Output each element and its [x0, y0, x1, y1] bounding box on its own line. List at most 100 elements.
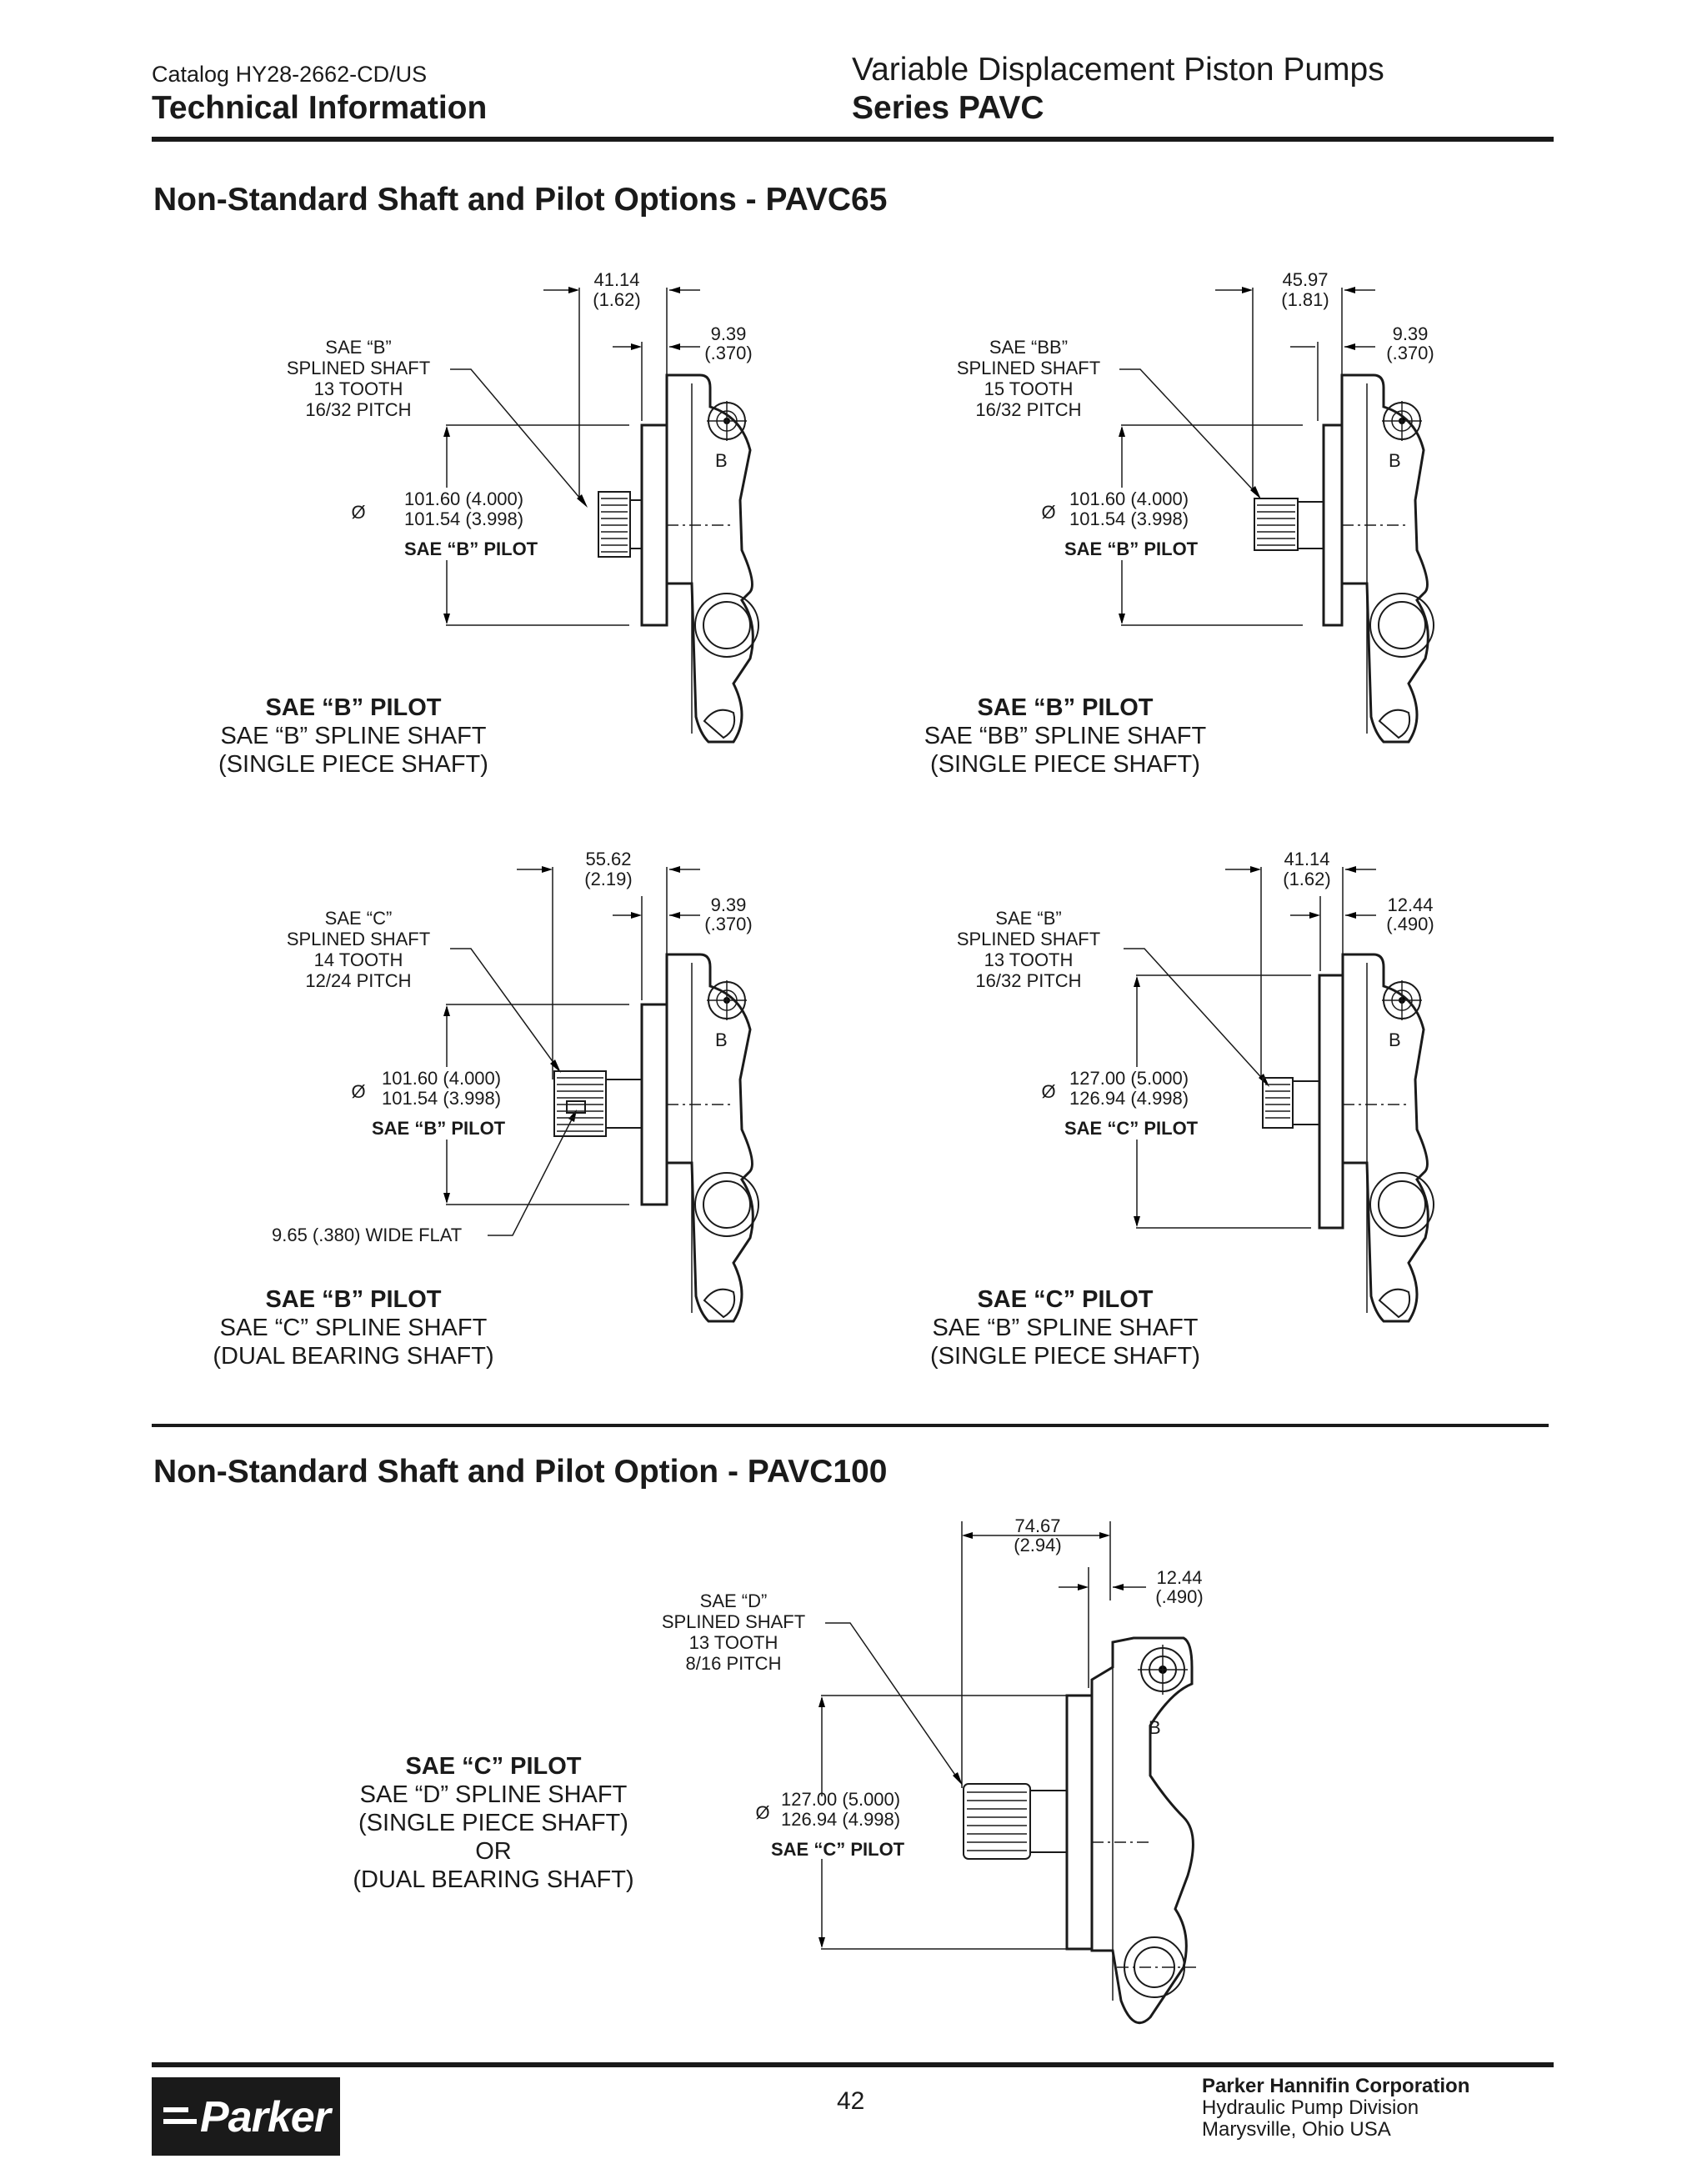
svg-text:13 TOOTH: 13 TOOTH — [314, 378, 403, 399]
port-label-b: B — [1389, 450, 1401, 471]
dim-overall: 55.62 (2.19) — [517, 849, 700, 1079]
svg-text:101.60 (4.000): 101.60 (4.000) — [404, 488, 523, 509]
dim-small: 9.39 (.370) — [613, 894, 753, 1000]
svg-text:SAE “C” PILOT: SAE “C” PILOT — [1064, 1118, 1199, 1139]
section-divider — [152, 1424, 1549, 1427]
header-rule — [152, 137, 1554, 142]
svg-text:9.39: 9.39 — [711, 894, 747, 915]
svg-text:8/16 PITCH: 8/16 PITCH — [686, 1653, 782, 1674]
company-info: Parker Hannifin Corporation Hydraulic Pu… — [1202, 2075, 1470, 2141]
parker-logo: Parker — [152, 2077, 340, 2156]
page-number: 42 — [837, 2087, 865, 2115]
svg-text:12/24 PITCH: 12/24 PITCH — [305, 970, 411, 991]
svg-text:127.00 (5.000): 127.00 (5.000) — [781, 1789, 900, 1810]
svg-text:101.60 (4.000): 101.60 (4.000) — [1069, 488, 1189, 509]
pump-body: B — [1254, 373, 1434, 744]
dim-overall: 41.14 (1.62) — [1225, 849, 1376, 1079]
svg-text:(1.62): (1.62) — [1283, 869, 1330, 889]
svg-text:101.54 (3.998): 101.54 (3.998) — [382, 1088, 501, 1109]
shaft-callout: SAE “B” SPLINED SHAFT 13 TOOTH 16/32 PIT… — [287, 337, 588, 508]
section-heading: Technical Information — [152, 90, 488, 126]
svg-text:Ø: Ø — [351, 502, 365, 523]
svg-text:(1.81): (1.81) — [1281, 289, 1329, 310]
port-label-b: B — [715, 450, 728, 471]
svg-text:41.14: 41.14 — [593, 269, 639, 290]
diagram-5-caption: SAE “C” PILOT SAE “D” SPLINE SHAFT (SING… — [353, 1753, 634, 1893]
svg-text:(1.62): (1.62) — [593, 289, 640, 310]
svg-text:Ø: Ø — [755, 1802, 769, 1823]
svg-text:15 TOOTH: 15 TOOTH — [984, 378, 1074, 399]
shaft-callout: SAE “BB” SPLINED SHAFT 15 TOOTH 16/32 PI… — [957, 337, 1261, 499]
diagram-3-caption: SAE “B” PILOT SAE “C” SPLINE SHAFT (DUAL… — [213, 1286, 494, 1370]
svg-text:45.97: 45.97 — [1282, 269, 1328, 290]
pilot-dim: Ø 127.00 (5.000) 126.94 (4.998) SAE “C” … — [755, 1695, 1067, 1950]
svg-text:55.62: 55.62 — [585, 849, 631, 869]
diagram-4: 41.14 (1.62) 12.44 (.490) SAE “B” SPLINE… — [957, 849, 1434, 1323]
port-label-b: B — [1389, 1029, 1401, 1050]
dim-small: 9.39 (.370) — [613, 323, 753, 421]
svg-text:SAE “B” PILOT: SAE “B” PILOT — [1064, 538, 1199, 559]
diagram-1-caption: SAE “B” PILOT SAE “B” SPLINE SHAFT (SING… — [218, 694, 488, 778]
svg-text:SPLINED SHAFT: SPLINED SHAFT — [662, 1611, 805, 1632]
section-title-pavc65: Non-Standard Shaft and Pilot Options - P… — [153, 182, 888, 218]
series-name: Series PAVC — [852, 90, 1044, 126]
svg-text:41.14: 41.14 — [1284, 849, 1329, 869]
svg-text:9.39: 9.39 — [1393, 323, 1429, 344]
svg-text:Ø: Ø — [351, 1081, 365, 1102]
svg-text:SAE “BB”: SAE “BB” — [989, 337, 1068, 358]
svg-text:(.490): (.490) — [1386, 914, 1434, 934]
svg-text:12.44: 12.44 — [1156, 1567, 1202, 1588]
diagram-2: 45.97 (1.81) 9.39 (.370) SAE “BB” SPLINE… — [957, 269, 1434, 744]
svg-text:SAE “B” PILOT: SAE “B” PILOT — [372, 1118, 506, 1139]
svg-text:16/32 PITCH: 16/32 PITCH — [975, 970, 1081, 991]
svg-text:13 TOOTH: 13 TOOTH — [984, 949, 1074, 970]
svg-text:101.54 (3.998): 101.54 (3.998) — [404, 508, 523, 529]
pilot-dim: Ø 127.00 (5.000) 126.94 (4.998) SAE “C” … — [1041, 974, 1311, 1229]
pilot-dim: Ø 101.60 (4.000) 101.54 (3.998) SAE “B” … — [351, 424, 629, 626]
svg-text:(2.94): (2.94) — [1014, 1535, 1061, 1555]
svg-text:SAE “B”: SAE “B” — [995, 908, 1061, 929]
svg-text:Ø: Ø — [1041, 1081, 1055, 1102]
shaft-callout: SAE “B” SPLINED SHAFT 13 TOOTH 16/32 PIT… — [957, 908, 1269, 1087]
diagram-1: 41.14 (1.62) 9.39 (.370) SAE “B” SPLINED… — [287, 269, 759, 744]
pump-body: B — [553, 953, 759, 1323]
svg-text:SPLINED SHAFT: SPLINED SHAFT — [287, 929, 430, 949]
catalog-number: Catalog HY28-2662-CD/US — [152, 62, 428, 87]
svg-text:101.54 (3.998): 101.54 (3.998) — [1069, 508, 1189, 529]
dim-small: 12.44 (.490) — [1059, 1567, 1204, 1688]
pump-body: B — [598, 373, 759, 744]
svg-text:127.00 (5.000): 127.00 (5.000) — [1069, 1068, 1189, 1089]
pilot-dim: Ø 101.60 (4.000) 101.54 (3.998) SAE “B” … — [351, 1004, 629, 1205]
dim-small: 9.39 (.370) — [1290, 323, 1434, 421]
svg-text:9.39: 9.39 — [711, 323, 747, 344]
svg-text:13 TOOTH: 13 TOOTH — [689, 1632, 778, 1653]
svg-text:126.94 (4.998): 126.94 (4.998) — [1069, 1088, 1189, 1109]
shaft-callout: SAE “C” SPLINED SHAFT 14 TOOTH 12/24 PIT… — [287, 908, 561, 1073]
shaft-callout: SAE “D” SPLINED SHAFT 13 TOOTH 8/16 PITC… — [662, 1590, 963, 1786]
svg-text:126.94 (4.998): 126.94 (4.998) — [781, 1809, 900, 1830]
svg-text:SAE “B”: SAE “B” — [325, 337, 391, 358]
svg-text:SAE “C” PILOT: SAE “C” PILOT — [771, 1839, 905, 1860]
dim-overall: 41.14 (1.62) — [543, 269, 700, 500]
dim-overall: 74.67 (2.94) — [961, 1515, 1111, 1788]
svg-text:Ø: Ø — [1041, 502, 1055, 523]
footer-rule — [152, 2062, 1554, 2067]
svg-text:101.60 (4.000): 101.60 (4.000) — [382, 1068, 501, 1089]
svg-text:SPLINED SHAFT: SPLINED SHAFT — [287, 358, 430, 378]
dim-small: 12.44 (.490) — [1290, 894, 1434, 971]
port-label-b: B — [715, 1029, 728, 1050]
document-title: Variable Displacement Piston Pumps — [852, 52, 1384, 88]
svg-text:(.370): (.370) — [1386, 343, 1434, 363]
svg-text:9.65 (.380) WIDE FLAT: 9.65 (.380) WIDE FLAT — [272, 1225, 462, 1245]
svg-text:SAE “B” PILOT: SAE “B” PILOT — [404, 538, 538, 559]
diagram-2-caption: SAE “B” PILOT SAE “BB” SPLINE SHAFT (SIN… — [924, 694, 1207, 778]
svg-text:(2.19): (2.19) — [584, 869, 632, 889]
port-label-b: B — [1149, 1717, 1161, 1738]
svg-text:(.370): (.370) — [704, 914, 752, 934]
diagram-5: 74.67 (2.94) 12.44 (.490) SAE “D” SPLINE… — [662, 1515, 1204, 2025]
svg-text:SAE “D”: SAE “D” — [700, 1590, 768, 1611]
svg-text:16/32 PITCH: 16/32 PITCH — [975, 399, 1081, 420]
section-title-pavc100: Non-Standard Shaft and Pilot Option - PA… — [153, 1454, 888, 1490]
svg-text:14 TOOTH: 14 TOOTH — [314, 949, 403, 970]
svg-text:16/32 PITCH: 16/32 PITCH — [305, 399, 411, 420]
